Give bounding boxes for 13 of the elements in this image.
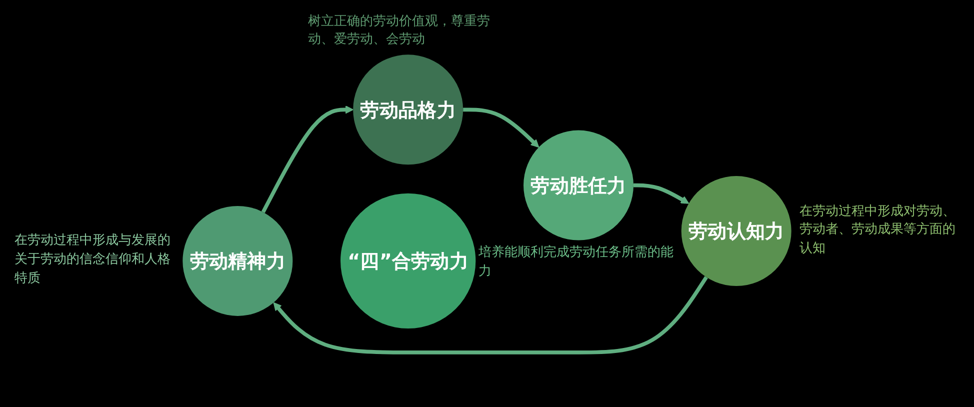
arrow (273, 276, 708, 354)
node-circle: 劳动品格力 (353, 54, 464, 165)
arrow (463, 108, 540, 148)
arrow (634, 183, 690, 204)
description-text: 在劳动过程中形成对劳动、劳动者、劳动成果等方面的认知 (799, 202, 956, 258)
description-text: 在劳动过程中形成与发展的关于劳动的信念信仰和人格特质 (14, 232, 172, 288)
description-text: 树立正确的劳动价值观，尊重劳动、爱劳动、会劳动 (308, 12, 492, 50)
node-circle: 劳动胜任力 (524, 130, 634, 240)
node-circle: 劳动认知力 (681, 176, 792, 286)
node-circle: 劳动精神力 (182, 206, 293, 316)
arrow (261, 105, 354, 214)
description-text: 培养能顺利完成劳动任务所需的能力 (478, 244, 674, 282)
node-circle: “四”合劳动力 (340, 193, 476, 328)
